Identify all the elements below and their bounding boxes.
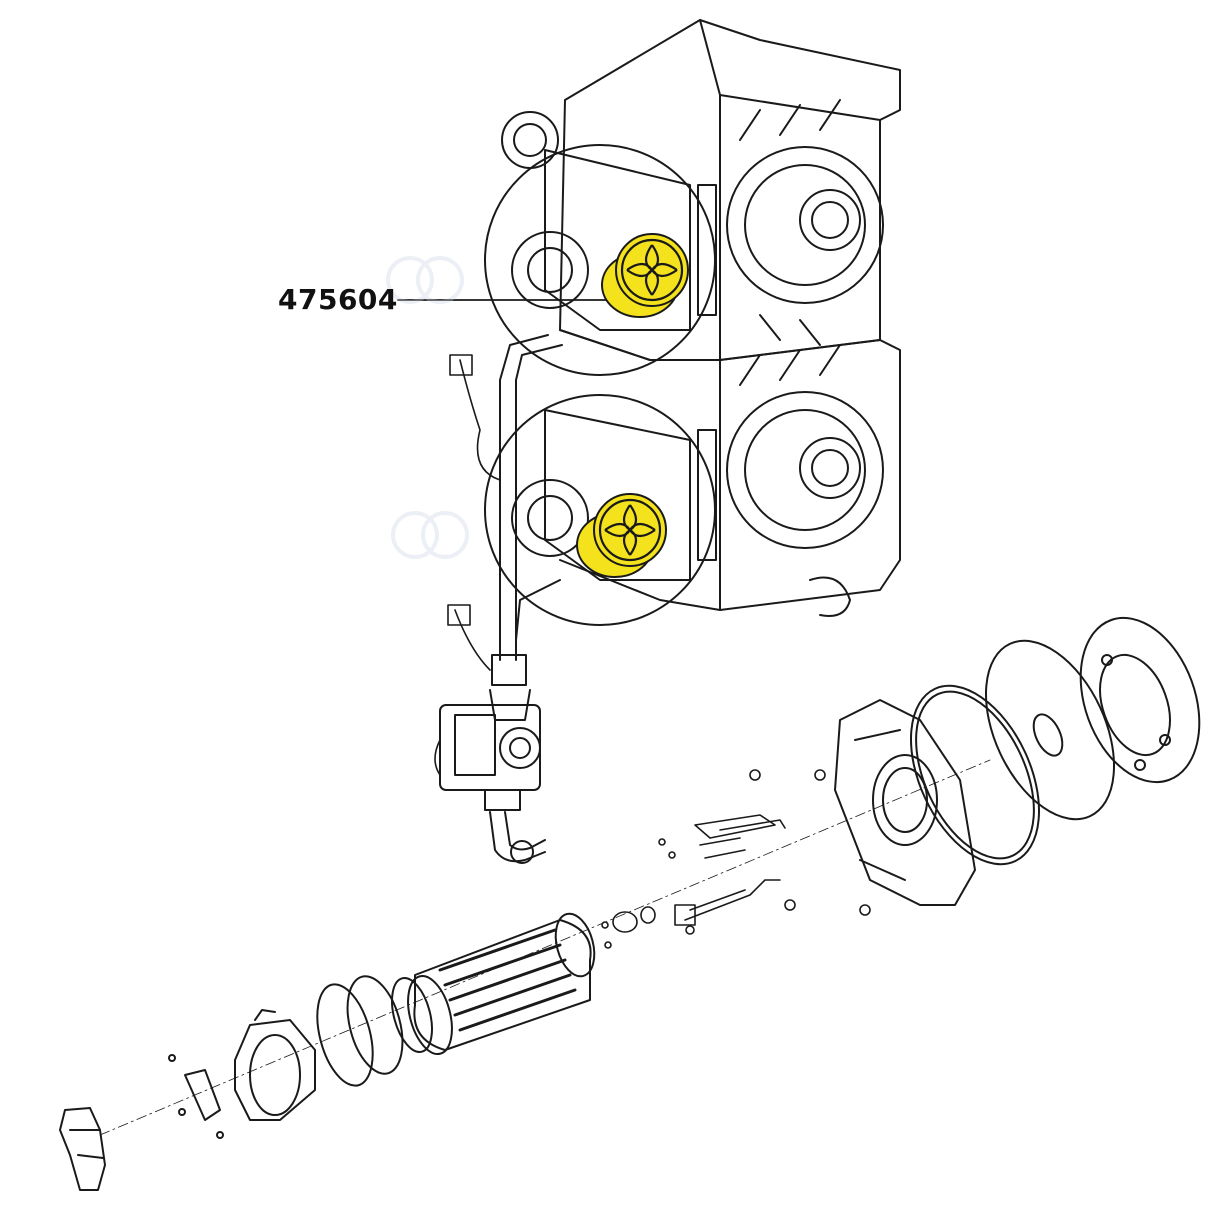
gas-valve (439, 704, 546, 864)
outer-door-ring (1079, 616, 1201, 784)
highlighted-part-lower (576, 493, 667, 578)
watermark-logo (386, 256, 469, 559)
burner-housing-upper (484, 111, 716, 376)
air-inlet-clip (59, 1107, 106, 1191)
burner-tube (407, 912, 596, 1055)
assembly-axis (99, 759, 991, 1136)
ignition-electrode (658, 769, 826, 859)
insulation-disc (984, 639, 1116, 821)
mixer-plate (168, 1054, 224, 1139)
heat-exchanger-upper (559, 19, 901, 361)
highlighted-part-upper (601, 233, 689, 318)
wiring-harness (434, 354, 501, 776)
gas-pipe (489, 334, 563, 721)
burner-gaskets (316, 975, 433, 1087)
burner-door-flange (834, 699, 976, 906)
door-gasket (909, 684, 1041, 866)
ionisation-electrode (601, 879, 871, 949)
heat-exchanger-lower (559, 329, 901, 617)
part-number-callout: 475604 (278, 283, 398, 316)
venturi-mixer (234, 1009, 316, 1121)
burner-housing-lower (484, 394, 716, 626)
